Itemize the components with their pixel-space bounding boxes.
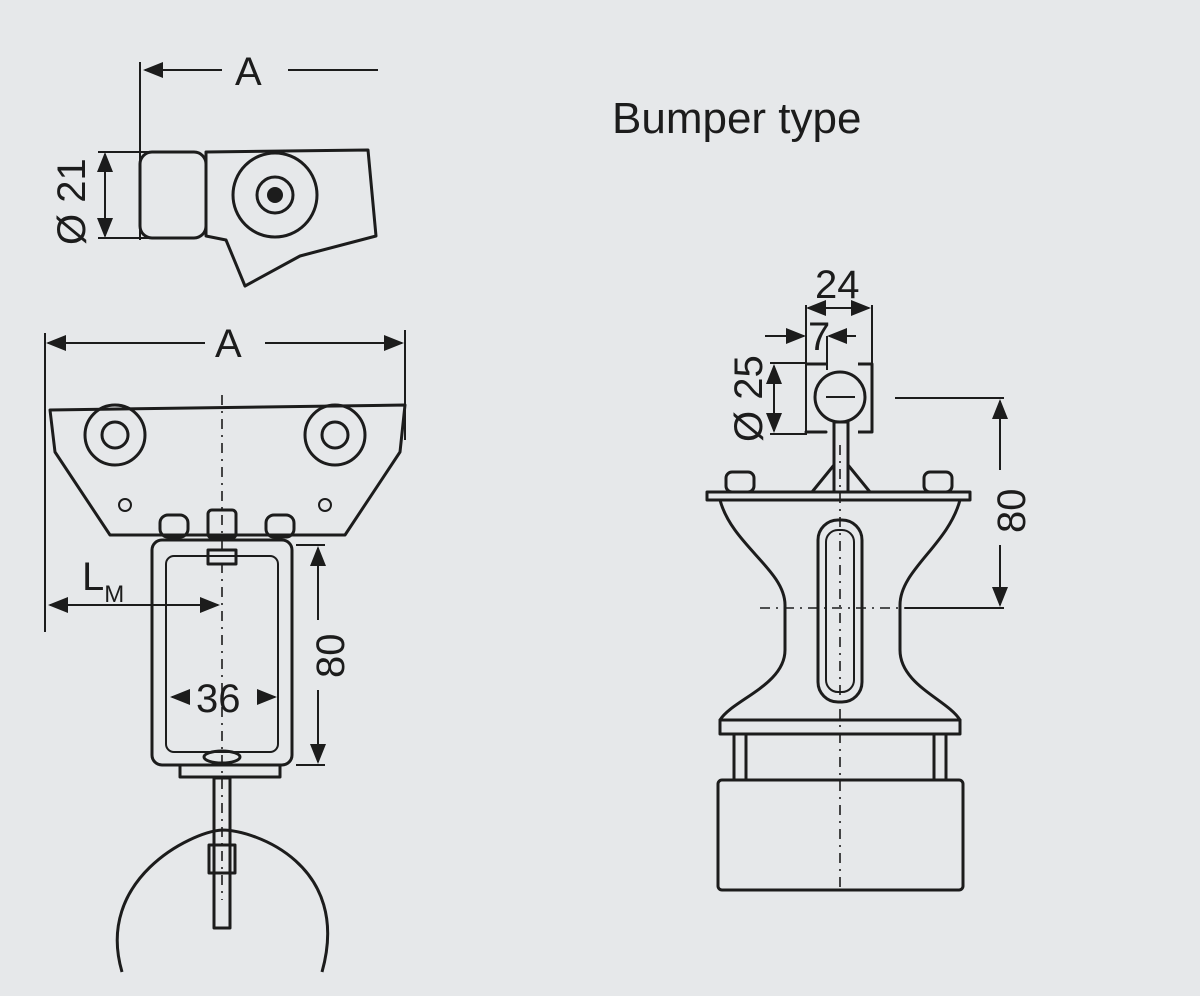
top-view (97, 62, 378, 288)
dim-80-right: 80 (990, 489, 1034, 534)
wheel-left (83, 403, 147, 467)
dim-diameter-21: Ø 21 (50, 158, 94, 245)
bumper-type-title: Bumper type (612, 94, 861, 143)
bumper-side-view (705, 300, 1008, 892)
dim-lm: LM (82, 555, 124, 608)
dim-24: 24 (815, 263, 860, 307)
dim-80-left: 80 (309, 634, 353, 679)
dim-diameter-25: Ø 25 (727, 355, 771, 442)
bumper-pad (716, 778, 965, 892)
dim-a-top: A (235, 50, 262, 94)
rod (212, 776, 232, 930)
trolley-plate (48, 403, 407, 537)
dim-36: 36 (196, 677, 241, 721)
hook (115, 828, 330, 973)
dim-l-subscript: M (104, 581, 124, 608)
wheel (231, 151, 319, 239)
dim-a-trolley: A (215, 322, 242, 366)
bumper-pad (138, 150, 208, 240)
trolley-body (204, 148, 378, 288)
dim-7: 7 (808, 315, 830, 359)
wheel-right (303, 403, 367, 467)
trolley-side-view (44, 330, 407, 973)
dim-l: L (82, 555, 104, 599)
